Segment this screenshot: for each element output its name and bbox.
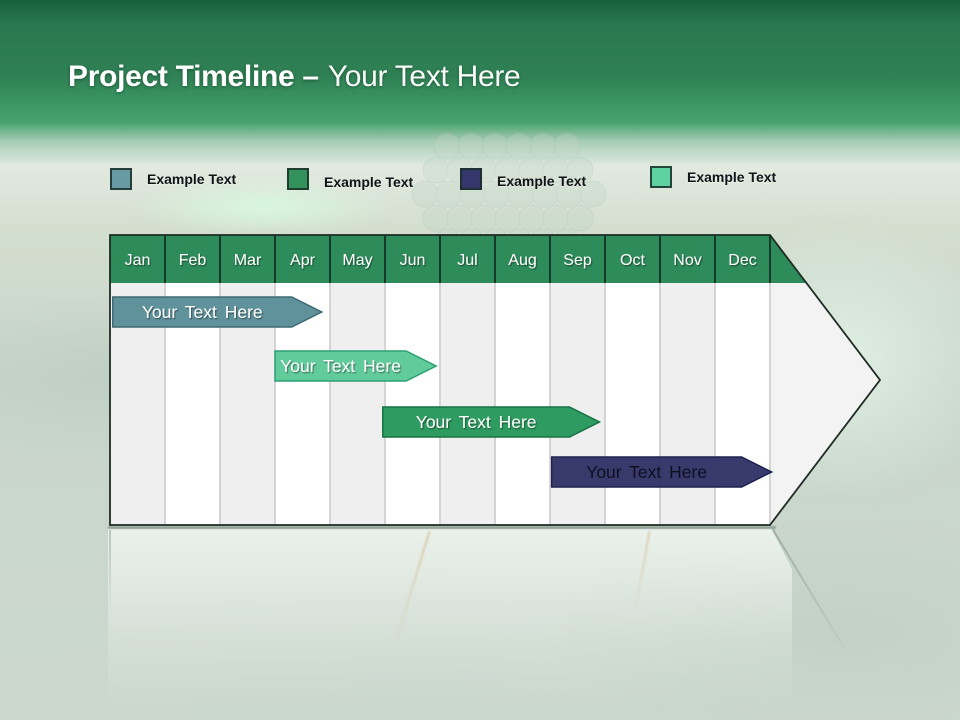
month-label: Mar [234,252,262,269]
molecule-sphere [422,204,450,232]
month-column [440,283,495,525]
month-label: Dec [728,252,756,269]
molecule-sphere [470,204,498,232]
molecule-sphere [518,204,546,232]
month-label: Aug [508,252,536,269]
month-label: Sep [563,252,592,269]
month-label: Jun [400,252,426,269]
month-label: Feb [179,252,207,269]
timeline-bar [550,456,774,488]
molecule-sphere [411,180,439,208]
header-gradient-band [0,0,960,170]
molecule-sphere [531,180,559,208]
table-shadow [108,526,776,529]
legend-item-label: Example Text [687,169,777,185]
reflection-left-edge [109,530,111,610]
molecule-sphere [507,180,535,208]
molecule-sphere [542,156,570,184]
bar-label: Your Text Here [142,302,263,322]
molecule-sphere [518,156,546,184]
page-title-main: Project Timeline – [68,60,319,93]
molecule-sphere [435,180,463,208]
bar-label: Your Text Here [280,356,401,376]
timeline-bar [274,350,438,382]
molecule-sphere [457,132,485,160]
table-reflection [108,529,792,720]
molecule-sphere [422,156,450,184]
molecule-sphere [555,180,583,208]
legend-color-swatch [650,166,672,188]
background-glow [128,178,398,236]
legend-item-label: Example Text [324,174,414,190]
month-column [385,283,440,525]
legend-item-label: Example Text [497,173,587,189]
molecule-sphere [542,204,570,232]
molecule-sphere [566,156,594,184]
month-column [330,283,385,525]
molecule-sphere [566,204,594,232]
month-label: Nov [673,252,701,269]
month-column [660,283,715,525]
molecule-sphere [481,132,509,160]
molecule-sphere [446,204,474,232]
legend-color-swatch [110,168,132,190]
month-column [550,283,605,525]
legend-color-swatch [460,168,482,190]
molecule-sphere [494,204,522,232]
page-title: Project Timeline –Your Text Here [68,60,521,94]
legend-item: Example Text [650,166,776,188]
month-column [495,283,550,525]
molecule-sphere [433,132,461,160]
molecule-sphere [579,180,607,208]
bar-label: Your Text Here [416,412,537,432]
month-column [605,283,660,525]
timeline-arrow-outline [109,234,882,526]
bar-label: Your Text Here [586,462,707,482]
legend-item: Example Text [287,168,413,190]
month-label: Jan [125,252,151,269]
legend-item-label: Example Text [147,171,237,187]
molecule-sphere [483,180,511,208]
molecule-sphere [494,156,522,184]
timeline-bar [112,296,324,328]
month-label: May [342,252,372,269]
timeline-bar [382,406,602,438]
month-column [715,283,770,525]
page-title-subtitle: Your Text Here [327,60,521,93]
molecule-sphere [505,132,533,160]
molecule-sphere [553,132,581,160]
legend-item: Example Text [110,168,236,190]
month-label: Jul [457,252,477,269]
legend-item: Example Text [460,168,586,190]
molecule-sphere [529,132,557,160]
legend-color-swatch [287,168,309,190]
month-label: Oct [620,252,645,269]
month-label: Apr [290,252,316,269]
